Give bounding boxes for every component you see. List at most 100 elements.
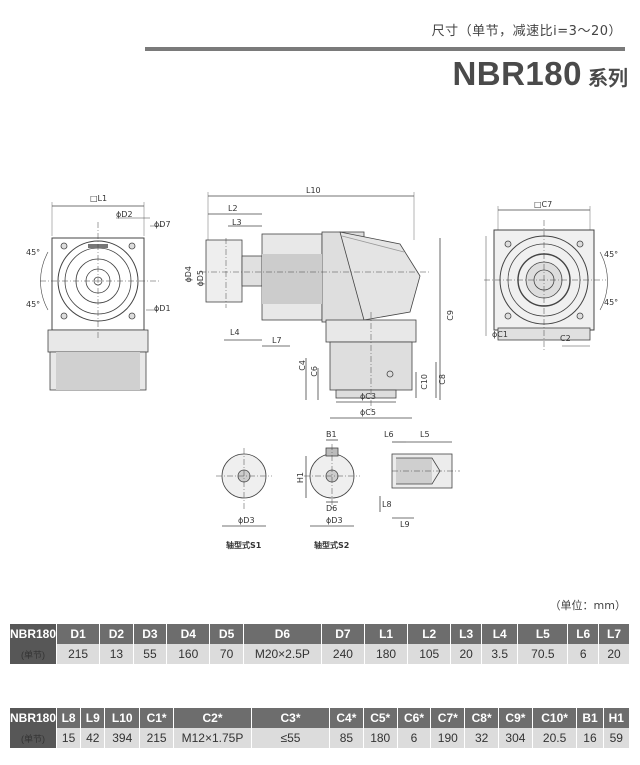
column-header: L3 bbox=[451, 624, 483, 644]
dim-C2: C2 bbox=[560, 334, 571, 343]
model-sub-cell: (单节) bbox=[10, 644, 58, 664]
column-header: C7* bbox=[431, 708, 466, 728]
table-cell: 394 bbox=[105, 728, 141, 748]
dim-D6: D6 bbox=[326, 504, 338, 513]
table-cell: 6 bbox=[568, 644, 600, 664]
column-header: C2* bbox=[174, 708, 252, 728]
angle-top-left: 45° bbox=[26, 248, 41, 257]
table-cell: 190 bbox=[431, 728, 466, 748]
dim-C4: C4 bbox=[298, 360, 307, 371]
column-header: L2 bbox=[408, 624, 452, 644]
column-header: H1 bbox=[603, 708, 630, 728]
column-header: D6 bbox=[243, 624, 322, 644]
table-cell: 215 bbox=[140, 728, 174, 748]
column-header: L6 bbox=[568, 624, 600, 644]
dim-H1: H1 bbox=[296, 472, 305, 484]
caption-shaft-s2: 轴型式S2 bbox=[314, 541, 350, 550]
angle-top-right: 45° bbox=[604, 250, 619, 259]
dim-L3: L3 bbox=[232, 218, 242, 227]
column-header: L1 bbox=[365, 624, 409, 644]
model-sub-cell: (单节) bbox=[10, 728, 58, 748]
table-cell: 240 bbox=[321, 644, 365, 664]
technical-drawing bbox=[40, 192, 608, 527]
dim-L1: □L1 bbox=[90, 194, 108, 203]
drawing-labels: □L1 ϕD2 ϕD7 ϕD1 45° 45° L10 L2 L3 ϕD4 ϕD… bbox=[0, 160, 640, 560]
dim-D1: ϕD1 bbox=[154, 304, 171, 313]
page-subtitle: 尺寸（单节，减速比i=3～20） bbox=[431, 24, 622, 39]
dim-L5: L5 bbox=[420, 430, 430, 439]
dim-D2: ϕD2 bbox=[116, 210, 133, 219]
dim-C3: ϕC3 bbox=[360, 392, 376, 401]
dim-C6: C6 bbox=[310, 366, 319, 377]
caption-shaft-s1: 轴型式S1 bbox=[226, 541, 262, 550]
table-cell: 42 bbox=[81, 728, 106, 748]
table-cell: M12×1.75P bbox=[174, 728, 252, 748]
table-cell: 15 bbox=[57, 728, 82, 748]
dim-L7: L7 bbox=[272, 336, 282, 345]
table-cell: M20×2.5P bbox=[243, 644, 322, 664]
angle-bottom-right: 45° bbox=[604, 298, 619, 307]
dim-D7: ϕD7 bbox=[154, 220, 171, 229]
output-face-view bbox=[484, 206, 608, 350]
table-cell: 20.5 bbox=[532, 728, 578, 748]
dim-C9: C9 bbox=[446, 310, 455, 321]
dim-C7: □C7 bbox=[534, 200, 553, 209]
series-label: 系列 bbox=[588, 68, 628, 90]
table-cell: 70 bbox=[210, 644, 244, 664]
column-header: C8* bbox=[465, 708, 500, 728]
model-cell: NBR180 bbox=[10, 708, 58, 728]
table-cell: 59 bbox=[603, 728, 630, 748]
dim-D5: ϕD5 bbox=[196, 270, 205, 287]
model-title: NBR180 bbox=[452, 55, 582, 92]
column-header: L10 bbox=[105, 708, 141, 728]
column-header: C3* bbox=[252, 708, 330, 728]
dim-D3-s2: ϕD3 bbox=[326, 516, 343, 525]
dim-L10: L10 bbox=[306, 186, 321, 195]
dim-C1: ϕC1 bbox=[492, 330, 508, 339]
shaft-type-s1 bbox=[216, 448, 272, 527]
angle-bottom-left: 45° bbox=[26, 300, 41, 309]
table-cell: 105 bbox=[408, 644, 452, 664]
table-cell: 180 bbox=[365, 644, 409, 664]
table-cell: 304 bbox=[499, 728, 533, 748]
table-cell: 16 bbox=[577, 728, 604, 748]
dim-L6: L6 bbox=[384, 430, 394, 439]
shaft-detail-section bbox=[379, 441, 460, 519]
table-cell: 6 bbox=[397, 728, 432, 748]
dim-L2: L2 bbox=[228, 204, 238, 213]
side-elevation-view bbox=[200, 192, 441, 419]
column-header: L4 bbox=[482, 624, 519, 644]
column-header: D7 bbox=[321, 624, 365, 644]
dim-L4: L4 bbox=[230, 328, 240, 337]
column-header: C9* bbox=[499, 708, 533, 728]
unit-note: （单位：mm） bbox=[549, 599, 626, 612]
column-header: C4* bbox=[330, 708, 364, 728]
model-cell: NBR180 bbox=[10, 624, 58, 644]
table-cell: 70.5 bbox=[518, 644, 569, 664]
table-cell: ≤55 bbox=[252, 728, 330, 748]
table-cell: 55 bbox=[133, 644, 168, 664]
table-cell: 3.5 bbox=[482, 644, 519, 664]
header-rule bbox=[145, 47, 625, 51]
column-header: D1 bbox=[57, 624, 101, 644]
column-header: B1 bbox=[577, 708, 604, 728]
dim-D4: ϕD4 bbox=[184, 266, 193, 283]
column-header: L7 bbox=[599, 624, 630, 644]
input-face-view bbox=[40, 202, 162, 391]
column-header: L8 bbox=[57, 708, 82, 728]
table-cell: 20 bbox=[599, 644, 630, 664]
shaft-type-s2 bbox=[304, 439, 360, 527]
table-cell: 85 bbox=[330, 728, 364, 748]
column-header: D4 bbox=[167, 624, 211, 644]
column-header: C5* bbox=[363, 708, 398, 728]
dim-C8: C8 bbox=[438, 374, 447, 385]
dim-C10: C10 bbox=[420, 374, 429, 390]
dim-L8: L8 bbox=[382, 500, 392, 509]
column-header: C1* bbox=[140, 708, 174, 728]
table-cell: 180 bbox=[363, 728, 398, 748]
